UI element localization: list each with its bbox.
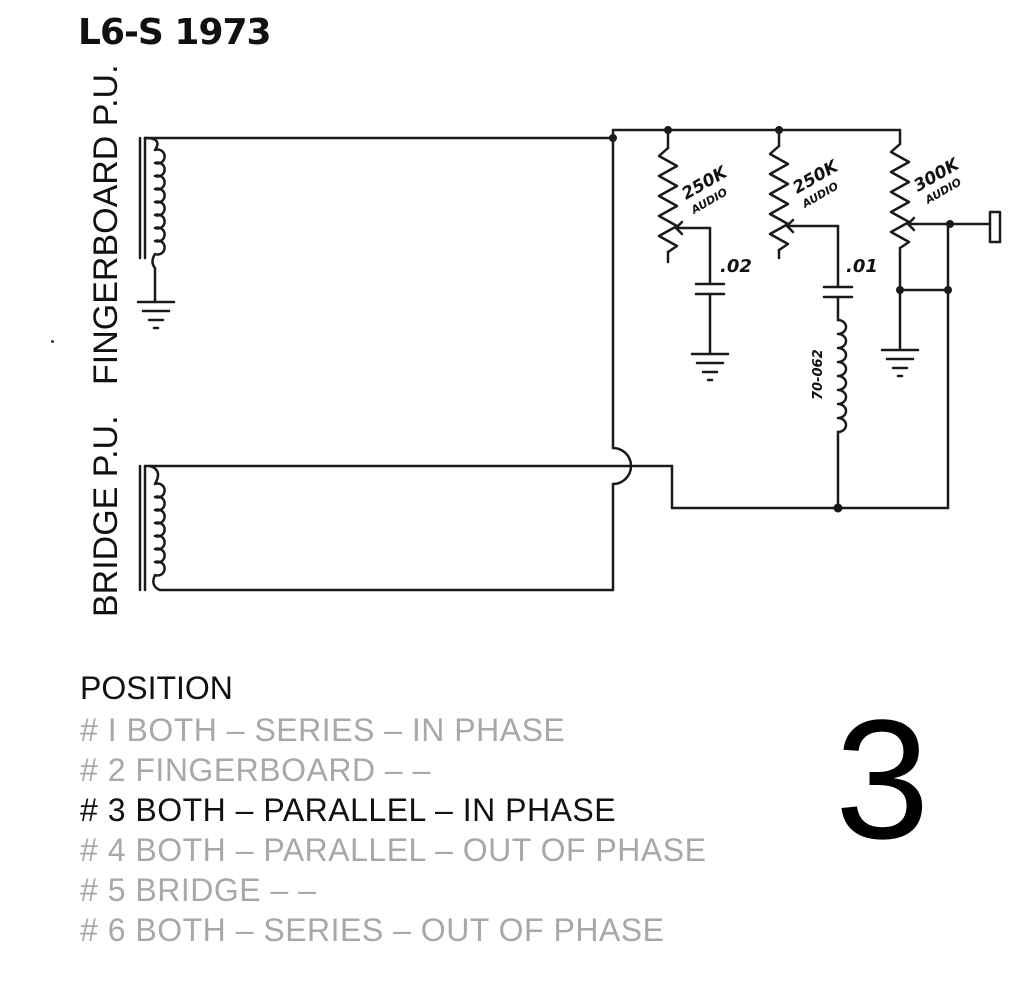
- stray-mark: [51, 340, 54, 343]
- output-jack-symbol: [948, 210, 1002, 244]
- fingerboard-ground-symbol: [136, 300, 176, 330]
- pot-3-ground-symbol: [880, 348, 920, 378]
- wiring-schematic: FINGERBOARD P.U. BRIDGE P.U. 250K AUDIO …: [87, 64, 1002, 617]
- position-item-1: # I BOTH – SERIES – IN PHASE: [80, 712, 566, 748]
- position-item-3: # 3 BOTH – PARALLEL – IN PHASE: [80, 792, 617, 828]
- position-item-4: # 4 BOTH – PARALLEL – OUT OF PHASE: [80, 832, 707, 868]
- coil-part-label: 70-062: [811, 349, 826, 400]
- selected-position-number: 3: [835, 685, 930, 875]
- position-item-5: # 5 BRIDGE – –: [80, 872, 317, 908]
- cap-2-capacitor: [822, 285, 854, 299]
- cap-2-value-label: .01: [846, 256, 878, 277]
- position-item-2: # 2 FINGERBOARD – –: [80, 752, 431, 788]
- cap-1-value-label: .02: [720, 256, 752, 277]
- junction-dots: [609, 126, 954, 513]
- cap-1-capacitor: [694, 282, 726, 296]
- bridge-pickup-label: BRIDGE P.U.: [87, 415, 125, 617]
- diagram-title: L6-S 1973: [78, 12, 272, 53]
- bridge-pickup-coil: [143, 464, 166, 592]
- fingerboard-pickup-coil: [143, 136, 166, 304]
- position-heading: POSITION: [80, 670, 233, 706]
- position-list: # I BOTH – SERIES – IN PHASE # 2 FINGERB…: [80, 710, 706, 950]
- pot-2-resistor: [768, 144, 790, 252]
- position-item-6: # 6 BOTH – SERIES – OUT OF PHASE: [80, 912, 665, 948]
- tone-choke-coil: [836, 318, 848, 434]
- fingerboard-pickup-label: FINGERBOARD P.U.: [87, 64, 125, 385]
- pot-1-ground-symbol: [690, 352, 730, 382]
- pot-3-resistor: [889, 142, 911, 250]
- pot-1-resistor: [657, 146, 679, 254]
